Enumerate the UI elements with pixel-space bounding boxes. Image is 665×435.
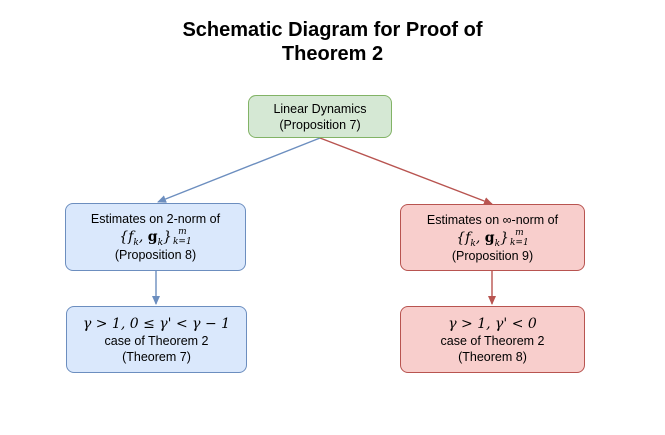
node-linear-dynamics: Linear Dynamics (Proposition 7) (248, 95, 392, 138)
node-text: Estimates on 2-norm of (90, 212, 221, 226)
node-text: (Proposition 8) (114, 248, 197, 262)
title-line-2: Theorem 2 (281, 43, 384, 65)
node-theorem-8: γ > 1, γ' < 0 case of Theorem 2 (Theorem… (400, 306, 585, 373)
node-text: (Proposition 7) (279, 117, 361, 132)
node-text: (Theorem 7) (122, 349, 191, 364)
node-text: Linear Dynamics (273, 101, 367, 116)
node-text: Estimates on ∞-norm of (426, 212, 559, 227)
title-line-1: Schematic Diagram for Proof of (182, 19, 483, 41)
node-math: γ > 1, γ' < 0 (448, 315, 537, 332)
node-text: (Theorem 8) (458, 349, 527, 364)
node-theorem-7: γ > 1, 0 ≤ γ' < γ − 1 case of Theorem 2 … (66, 306, 247, 373)
node-math: γ > 1, 0 ≤ γ' < γ − 1 (82, 315, 231, 332)
edge-root-to-left (157, 137, 321, 203)
node-text: case of Theorem 2 (104, 333, 209, 348)
diagram-title: Schematic Diagram for Proof of Theorem 2 (0, 18, 665, 66)
edge-root-to-right (319, 137, 493, 205)
node-text: case of Theorem 2 (440, 333, 545, 348)
node-text: (Proposition 9) (451, 248, 534, 263)
